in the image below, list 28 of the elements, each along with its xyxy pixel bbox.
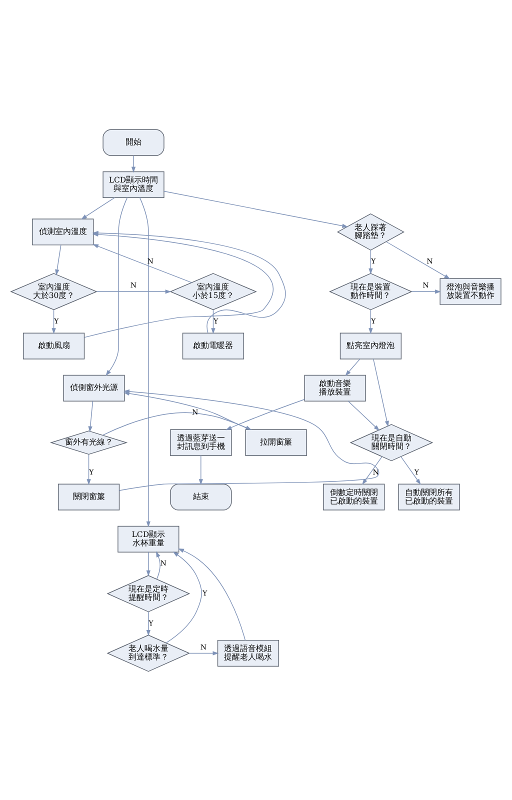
arrow	[55, 244, 62, 275]
arrow	[198, 454, 203, 485]
arrow	[411, 289, 442, 294]
arrow	[368, 249, 373, 274]
arrow	[368, 309, 373, 334]
arrow	[348, 400, 380, 430]
arrow	[156, 550, 160, 579]
arrow	[80, 196, 115, 220]
arrow	[86, 454, 91, 485]
arrow	[146, 551, 150, 576]
arrow	[373, 358, 389, 426]
arrow	[178, 548, 246, 640]
arrow	[52, 309, 56, 334]
arrow	[362, 456, 382, 484]
arrow	[146, 610, 150, 636]
arrow	[386, 240, 450, 279]
arrow	[106, 196, 128, 376]
arrow	[92, 244, 192, 282]
arrow	[164, 190, 348, 228]
arrow	[345, 358, 360, 376]
arrow	[400, 456, 421, 484]
arrow	[211, 309, 216, 334]
arrow	[188, 650, 219, 655]
arrow	[96, 289, 172, 294]
arrow	[131, 154, 136, 172]
arrow	[139, 196, 150, 527]
arrow	[166, 551, 202, 643]
arrow	[88, 400, 94, 432]
